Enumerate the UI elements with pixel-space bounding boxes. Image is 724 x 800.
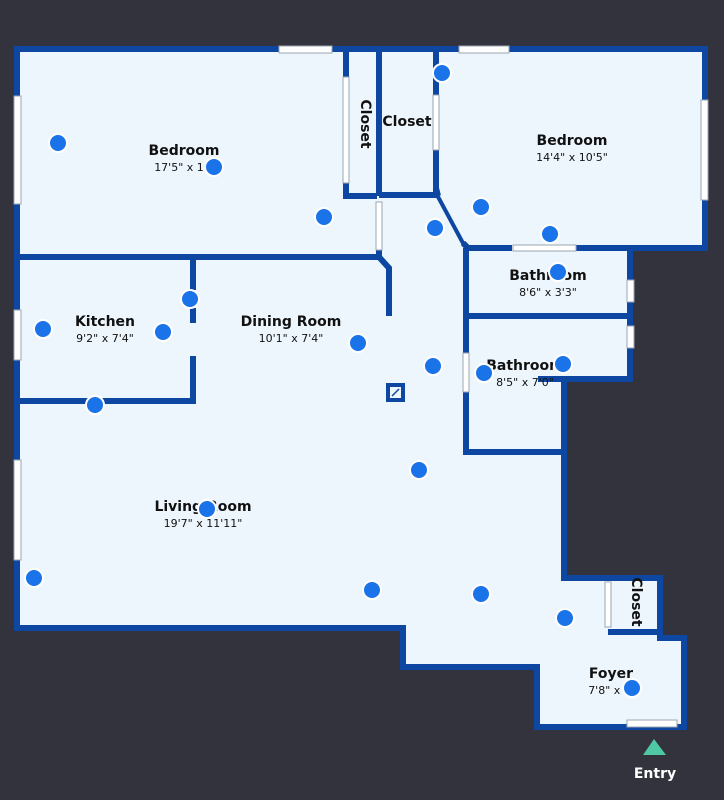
photo-point-icon[interactable] <box>348 333 368 353</box>
triangle-up-icon <box>643 739 666 755</box>
photo-markers <box>24 63 642 698</box>
photo-point-icon[interactable] <box>432 63 452 83</box>
room-label-bedroom-right: Bedroom <box>537 133 608 149</box>
photo-point-icon[interactable] <box>48 133 68 153</box>
photo-point-icon[interactable] <box>314 207 334 227</box>
photo-point-icon[interactable] <box>153 322 173 342</box>
photo-point-icon[interactable] <box>540 224 560 244</box>
photo-point-icon[interactable] <box>471 197 491 217</box>
room-label-bedroom-left: Bedroom <box>149 143 220 159</box>
photo-point-icon[interactable] <box>425 218 445 238</box>
room-label-dining-room: Dining Room <box>241 314 342 330</box>
room-label-kitchen: Kitchen <box>75 314 135 330</box>
room-dims-kitchen: 9'2" x 7'4" <box>76 332 134 345</box>
photo-point-icon[interactable] <box>622 678 642 698</box>
photo-point-icon[interactable] <box>197 499 217 519</box>
photo-point-icon[interactable] <box>474 363 494 383</box>
photo-point-icon[interactable] <box>555 608 575 628</box>
floor-area <box>17 49 705 727</box>
room-label-closet-foyer: Closet <box>628 577 644 627</box>
windows <box>13 45 709 728</box>
door-jambs <box>434 192 466 246</box>
room-dims-dining-room: 10'1" x 7'4" <box>259 332 324 345</box>
photo-point-icon[interactable] <box>362 580 382 600</box>
photo-point-icon[interactable] <box>471 584 491 604</box>
room-dims-bathroom-1: 8'6" x 3'3" <box>519 286 577 299</box>
photo-point-icon[interactable] <box>204 157 224 177</box>
pillar <box>386 383 405 402</box>
room-label-closet-vertical: Closet <box>357 99 373 149</box>
photo-point-icon[interactable] <box>33 319 53 339</box>
photo-point-icon[interactable] <box>423 356 443 376</box>
walls <box>14 46 708 730</box>
photo-point-icon[interactable] <box>24 568 44 588</box>
room-label-foyer: Foyer <box>589 666 633 682</box>
room-label-bathroom-2: Bathroom <box>486 358 564 374</box>
photo-point-icon[interactable] <box>553 354 573 374</box>
photo-point-icon[interactable] <box>548 262 568 282</box>
photo-point-icon[interactable] <box>180 289 200 309</box>
room-dims-living-room: 19'7" x 11'11" <box>164 517 243 530</box>
room-dims-bedroom-left: 17'5" x 10' <box>154 161 214 174</box>
room-dims-bathroom-2: 8'5" x 7'0" <box>496 376 554 389</box>
room-dims-bedroom-right: 14'4" x 10'5" <box>536 151 608 164</box>
photo-point-icon[interactable] <box>85 395 105 415</box>
entry-label: Entry <box>634 766 676 782</box>
room-label-bathroom-1: Bathroom <box>509 268 587 284</box>
photo-point-icon[interactable] <box>409 460 429 480</box>
room-label-closet-top: Closet <box>382 114 432 130</box>
entry-indicator: Entry <box>634 739 676 782</box>
